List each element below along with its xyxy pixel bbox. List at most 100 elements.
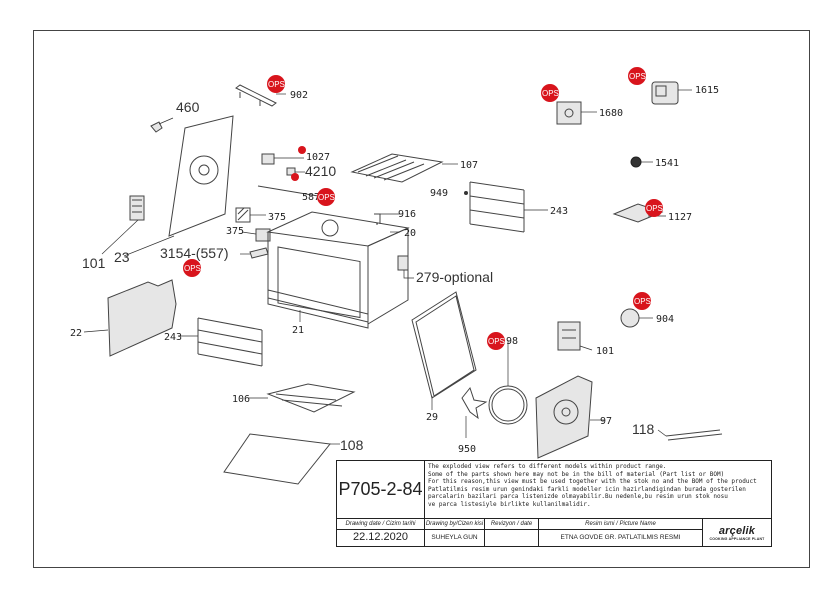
part-243-left xyxy=(197,317,263,367)
part-1541 xyxy=(630,156,642,168)
callout-106: 106 xyxy=(232,394,250,405)
picture-name-value: ETNA GOVDE GR. PATLATILMIS RESMI xyxy=(539,530,703,546)
title-block: P705-2-84 The exploded view refers to di… xyxy=(336,460,772,547)
part-97 xyxy=(535,375,593,459)
svg-text:OPS: OPS xyxy=(488,337,505,346)
part-106 xyxy=(266,383,356,413)
callout-902: 902 xyxy=(290,90,308,101)
logo-subtitle: COOKING APPLIANCE PLANT xyxy=(709,536,765,541)
drawn-by-value: SUHEYLA GUN xyxy=(425,530,485,546)
callout-23: 23 xyxy=(114,249,130,265)
drawing-frame xyxy=(33,30,810,568)
ops-dot-1027 xyxy=(298,146,306,154)
part-98 xyxy=(488,385,528,425)
callout-118: 118 xyxy=(632,421,655,437)
ops-marker-98: OPS xyxy=(487,332,505,350)
part-21 xyxy=(267,289,369,323)
part-949 xyxy=(464,191,468,195)
part-4210 xyxy=(286,167,296,176)
svg-text:OPS: OPS xyxy=(542,89,559,98)
note-line: Some of the parts shown here may not be … xyxy=(428,470,725,478)
callout-4210: 4210 xyxy=(305,163,336,179)
part-108 xyxy=(223,433,331,485)
part-587 xyxy=(257,185,319,197)
ops-marker-587: OPS xyxy=(317,188,335,206)
callout-29: 29 xyxy=(426,412,438,423)
revision-header: Revizyon / date xyxy=(485,519,539,530)
callout-1127: 1127 xyxy=(668,212,692,223)
ops-marker-1680: OPS xyxy=(541,84,559,102)
callout-101-right: 101 xyxy=(596,346,614,357)
part-375-glass xyxy=(235,207,251,223)
part-1027 xyxy=(261,153,275,165)
ops-marker-1615: OPS xyxy=(628,67,646,85)
callout-279: 279-optional xyxy=(416,269,493,285)
note-line: parcalarin bazilari parca listenizde olm… xyxy=(428,493,728,500)
callout-1027: 1027 xyxy=(306,152,330,163)
callout-20: 20 xyxy=(404,228,416,239)
callout-1615: 1615 xyxy=(695,85,719,96)
callout-101-left: 101 xyxy=(82,255,106,271)
part-22 xyxy=(107,279,177,357)
callout-904: 904 xyxy=(656,314,674,325)
callout-107: 107 xyxy=(460,160,478,171)
part-1615 xyxy=(651,81,679,105)
callout-949: 949 xyxy=(430,188,448,199)
drawn-by-header: Drawing by/Cizen kisi xyxy=(425,519,485,530)
callout-587: 587 xyxy=(302,192,320,203)
part-118 xyxy=(665,429,723,441)
ops-marker-902: OPS xyxy=(267,75,285,93)
part-101-left xyxy=(129,195,145,221)
ops-marker-904: OPS xyxy=(633,292,651,310)
part-279 xyxy=(397,255,409,271)
part-23 xyxy=(168,115,234,237)
part-904 xyxy=(620,308,640,328)
part-950 xyxy=(461,386,488,420)
callout-950: 950 xyxy=(458,444,476,455)
svg-text:OPS: OPS xyxy=(634,297,651,306)
note-line: The exploded view refers to different mo… xyxy=(428,463,667,470)
part-101-right xyxy=(557,321,581,351)
date-header: Drawing date / Cizim tarihi xyxy=(337,519,425,530)
part-460 xyxy=(150,121,163,133)
ops-marker-3154: OPS xyxy=(183,259,201,277)
svg-text:OPS: OPS xyxy=(184,264,201,273)
part-1680 xyxy=(556,101,582,125)
drawing-notes: The exploded view refers to different mo… xyxy=(425,461,771,519)
callout-243-right: 243 xyxy=(550,206,568,217)
date-value: 22.12.2020 xyxy=(337,530,425,546)
brand-logo: arçelik COOKING APPLIANCE PLANT xyxy=(703,519,771,546)
part-375-holder xyxy=(255,228,271,242)
note-line: For this reason,this view must be used t… xyxy=(428,478,757,485)
callout-916: 916 xyxy=(398,209,416,220)
svg-text:OPS: OPS xyxy=(646,204,663,213)
part-3154 xyxy=(249,247,269,259)
ops-marker-1127: OPS xyxy=(645,199,663,217)
callout-97: 97 xyxy=(600,416,612,427)
part-243-right xyxy=(469,181,525,233)
svg-text:OPS: OPS xyxy=(629,72,646,81)
callout-1680: 1680 xyxy=(599,108,623,119)
picture-name-header: Resim ismi / Picture Name xyxy=(539,519,703,530)
callout-22: 22 xyxy=(70,328,82,339)
drawing-code: P705-2-84 xyxy=(337,461,425,519)
note-line: ve parca listesiyle birlikte kullanilmal… xyxy=(428,500,591,508)
part-107 xyxy=(350,153,444,183)
callout-375-glass: 375 xyxy=(268,212,286,223)
callout-108: 108 xyxy=(340,437,364,453)
callout-375-holder: 375 xyxy=(226,226,244,237)
svg-text:OPS: OPS xyxy=(318,193,335,202)
part-902 xyxy=(235,84,277,107)
part-29 xyxy=(411,291,477,399)
svg-text:OPS: OPS xyxy=(268,80,285,89)
revision-value xyxy=(485,530,539,546)
part-20-cavity xyxy=(266,211,410,329)
callout-460: 460 xyxy=(176,99,200,115)
callout-243-left: 243 xyxy=(164,332,182,343)
callout-1541: 1541 xyxy=(655,158,679,169)
callout-98: 98 xyxy=(506,336,518,347)
note-line: Patlatilmis resim urun genindaki farkli … xyxy=(428,485,746,493)
ops-dot-4210 xyxy=(291,173,299,181)
callout-21: 21 xyxy=(292,325,304,336)
